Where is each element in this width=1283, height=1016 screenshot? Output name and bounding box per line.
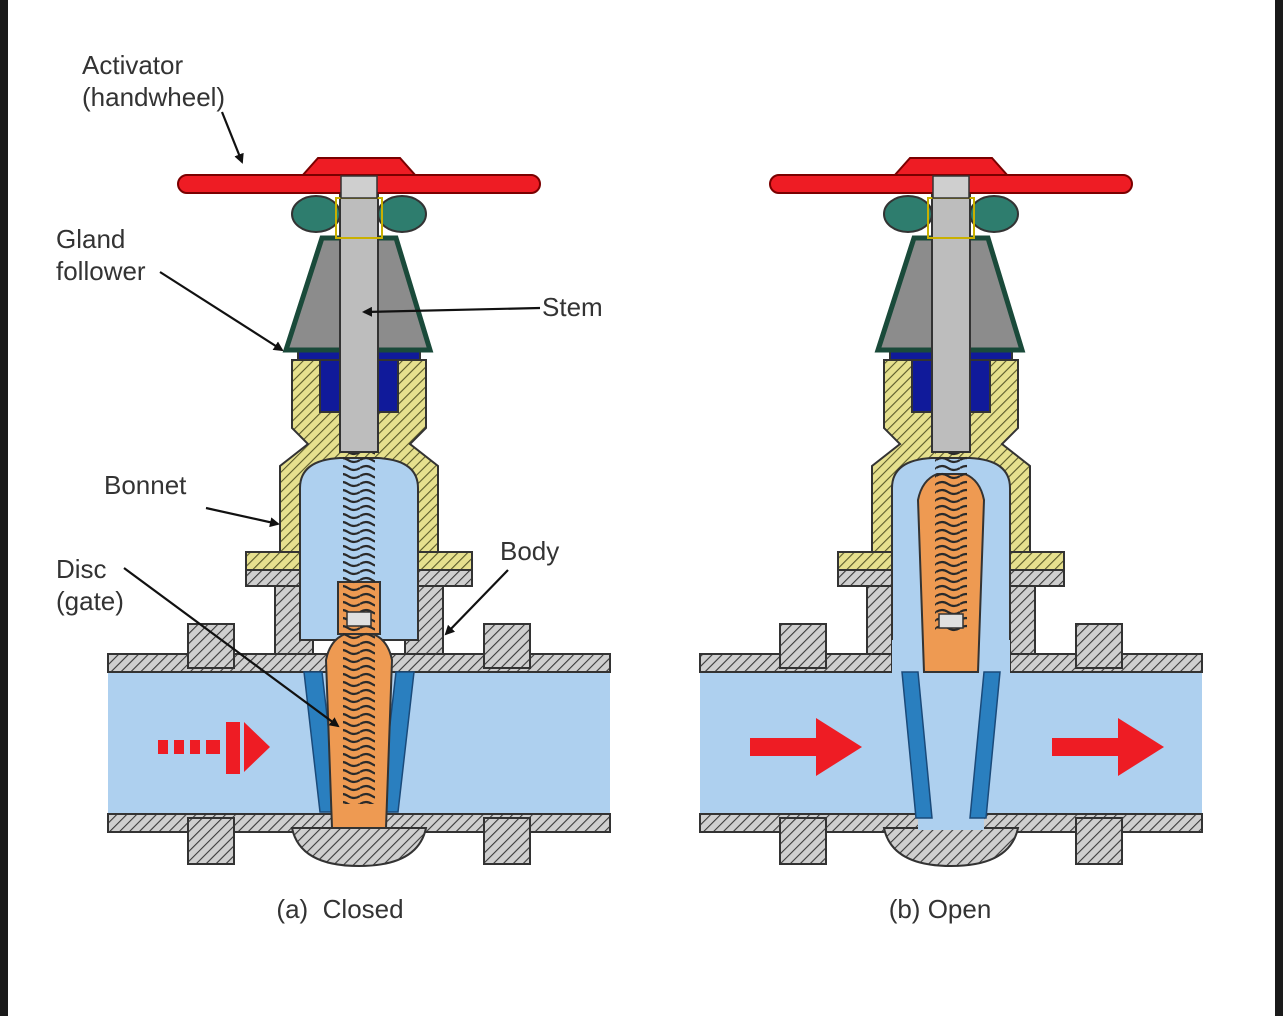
caption-open: (b) Open bbox=[889, 894, 992, 924]
gland-nut bbox=[969, 195, 1019, 233]
body-bottom bbox=[290, 827, 428, 868]
flange bbox=[187, 817, 235, 865]
label-gland-sub: follower bbox=[56, 256, 146, 286]
caption-closed: (a) Closed bbox=[276, 894, 403, 924]
body-bottom bbox=[882, 827, 1020, 868]
stem-tip bbox=[938, 613, 964, 629]
stem bbox=[339, 179, 379, 453]
label-gland: Gland bbox=[56, 224, 125, 254]
flow-arrow-blocked bbox=[158, 722, 270, 774]
label-stem: Stem bbox=[542, 292, 603, 322]
handwheel-hub bbox=[299, 157, 419, 177]
gland-nut bbox=[377, 195, 427, 233]
seat-right bbox=[969, 671, 1001, 819]
flange bbox=[483, 623, 531, 669]
flange bbox=[779, 623, 827, 669]
leader-stem bbox=[362, 306, 541, 317]
label-bonnet: Bonnet bbox=[104, 470, 187, 500]
stem bbox=[931, 179, 971, 453]
flow-arrow bbox=[1052, 718, 1164, 776]
seat-left bbox=[901, 671, 933, 819]
leader-bonnet bbox=[205, 506, 280, 528]
stem-top bbox=[932, 175, 970, 199]
frame-right-border bbox=[1275, 0, 1283, 1016]
label-disc-sub: (gate) bbox=[56, 586, 124, 616]
stem-top bbox=[340, 175, 378, 199]
gland-nut bbox=[291, 195, 341, 233]
label-activator: Activator bbox=[82, 50, 183, 80]
label-body: Body bbox=[500, 536, 559, 566]
seat-gap bbox=[918, 812, 984, 830]
flange bbox=[779, 817, 827, 865]
handwheel-hub bbox=[891, 157, 1011, 177]
leader-disc bbox=[123, 567, 340, 728]
flange bbox=[1075, 623, 1123, 669]
leader-gland bbox=[159, 271, 284, 352]
open-valve bbox=[699, 157, 1203, 868]
closed-valve bbox=[107, 157, 611, 868]
stem-tip bbox=[346, 611, 372, 627]
stem-thread bbox=[343, 452, 375, 804]
label-disc: Disc bbox=[56, 554, 107, 584]
leader-activator bbox=[220, 111, 244, 164]
leader-body bbox=[444, 569, 509, 636]
stem-thread bbox=[935, 452, 967, 632]
flange bbox=[1075, 817, 1123, 865]
gland-nut bbox=[883, 195, 933, 233]
frame-left-border bbox=[0, 0, 8, 1016]
label-activator-sub: (handwheel) bbox=[82, 82, 225, 112]
flange bbox=[483, 817, 531, 865]
flange bbox=[187, 623, 235, 669]
leader-lines bbox=[123, 111, 541, 728]
flow-arrow bbox=[750, 718, 862, 776]
